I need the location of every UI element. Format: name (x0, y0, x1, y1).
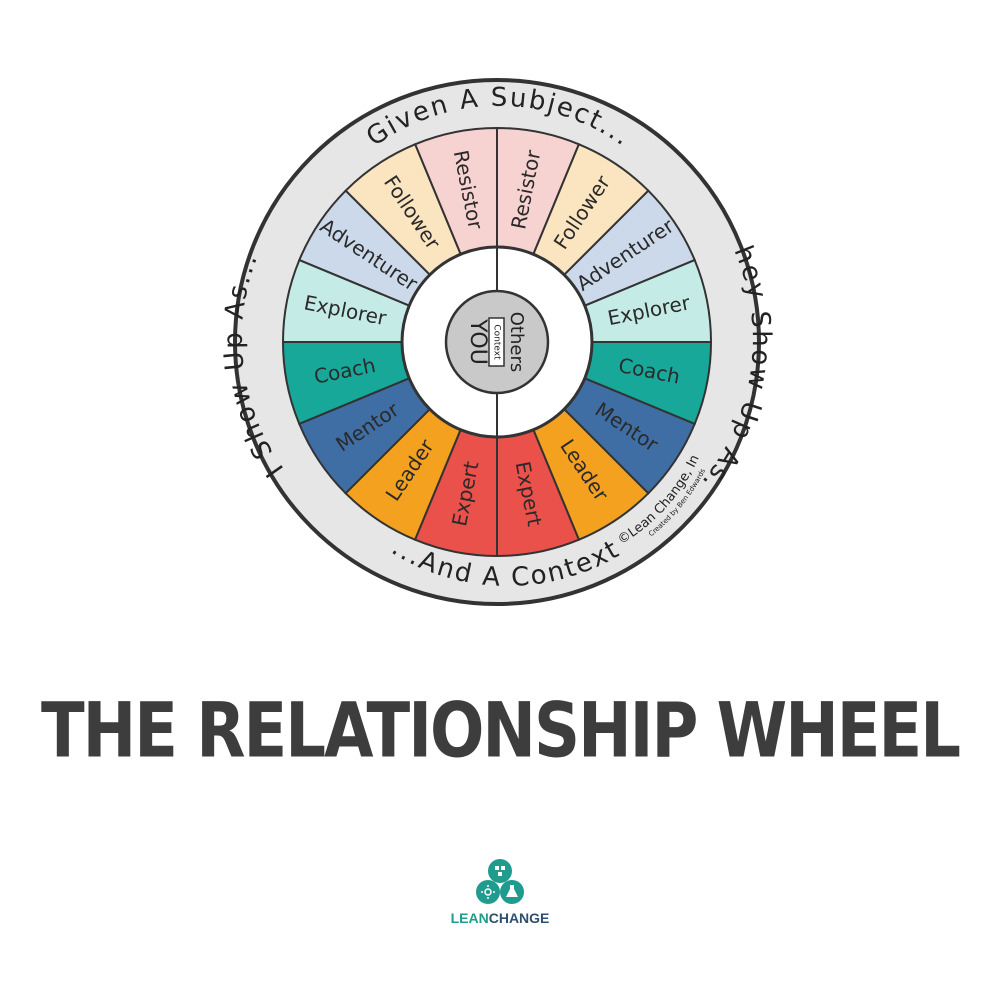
logo-left-circle (476, 880, 500, 904)
logo-word-change: CHANGE (488, 910, 550, 926)
lean-change-logo (476, 859, 524, 904)
hub-context-label: Context (492, 324, 502, 360)
flask-icon (506, 885, 518, 897)
page-title: THE RELATIONSHIP WHEEL (40, 688, 961, 776)
hub-context-box (488, 317, 505, 367)
role-segments (281, 126, 713, 558)
hub-you-label: YOU (465, 318, 490, 365)
logo-word-lean: LEAN (450, 910, 489, 926)
logo-top-circle (488, 859, 512, 883)
sun-icon (481, 885, 495, 899)
logo-wordmark: LEANCHANGE (430, 910, 570, 926)
hub-others-label: Others (506, 312, 527, 373)
grid-icon (495, 866, 505, 876)
